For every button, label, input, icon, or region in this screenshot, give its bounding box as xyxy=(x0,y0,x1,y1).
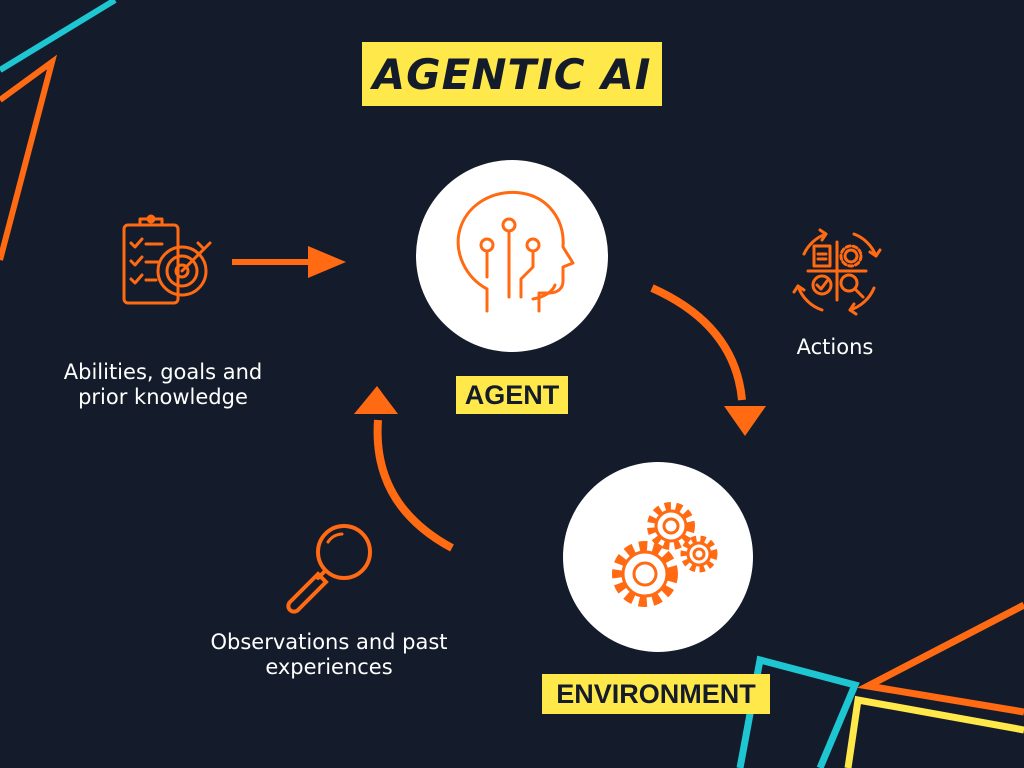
observations-caption-line-2: experiences xyxy=(265,655,393,679)
gears-icon xyxy=(612,502,718,607)
orange-line-left xyxy=(0,54,58,261)
ai-head-icon xyxy=(456,190,575,313)
cyan-shape-bottom xyxy=(736,655,860,768)
abilities-caption-line-1: Abilities, goals and xyxy=(63,360,263,384)
page-title: AGENTIC AI xyxy=(372,49,652,99)
arrow-agent-to-environment xyxy=(650,284,766,436)
yellow-shape-bottom-right xyxy=(844,695,1024,768)
orange-shape-bottom-right xyxy=(857,601,1024,716)
actions-caption: Actions xyxy=(796,335,874,359)
abilities-caption: Abilities, goals and prior knowledge xyxy=(40,360,286,410)
abilities-caption-line-2: prior knowledge xyxy=(78,385,248,409)
cyan-line-top-left xyxy=(0,0,117,73)
observations-caption-line-1: Observations and past xyxy=(210,630,448,654)
arrow-abilities-to-agent xyxy=(232,246,346,278)
clipboard-target-icon xyxy=(122,214,212,305)
environment-node xyxy=(563,462,753,652)
actions-cycle-icon xyxy=(792,228,882,316)
environment-label: ENVIRONMENT xyxy=(542,674,770,714)
agent-label: AGENT xyxy=(456,376,568,414)
magnifier-icon xyxy=(286,524,372,614)
title-banner: AGENTIC AI xyxy=(362,42,662,106)
agent-node xyxy=(416,160,608,352)
arrow-environment-to-agent xyxy=(354,386,454,552)
observations-caption: Observations and past experiences xyxy=(190,630,468,680)
